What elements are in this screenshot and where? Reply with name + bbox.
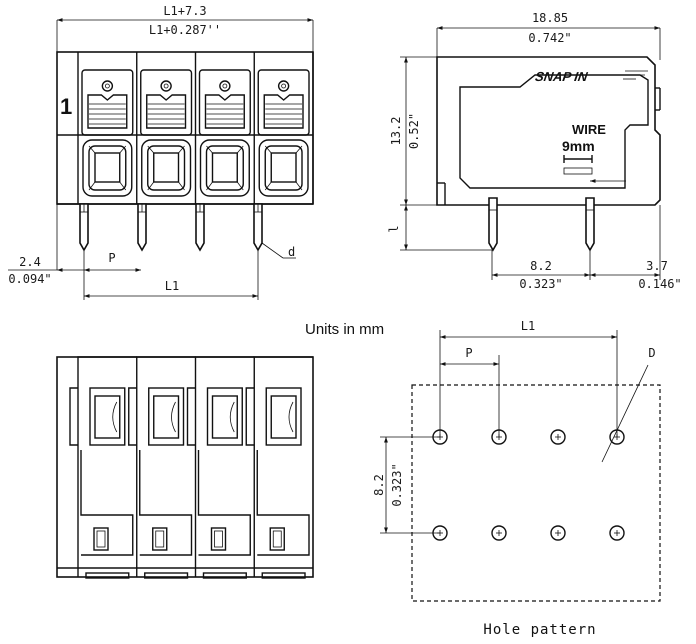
hole-pattern-caption: Hole pattern	[483, 622, 596, 638]
front-pins	[79, 203, 263, 252]
hole	[491, 525, 507, 541]
hole-pattern: L1 P D 8.2 0.323"	[372, 319, 661, 602]
snap-in-logo: SNAP IN	[534, 69, 589, 84]
side-dim-pin-length: l	[387, 225, 401, 232]
units-note: Units in mm	[305, 321, 384, 338]
side-dim-offset-in: 0.146"	[638, 277, 681, 291]
pin-one-label: 1	[60, 94, 72, 119]
side-dim-height-in: 0.52"	[407, 113, 421, 149]
side-dim-offset-mm: 3.7	[646, 259, 668, 273]
side-pins	[488, 197, 595, 252]
front-pin-diameter-label: d	[288, 245, 295, 259]
holes	[432, 429, 625, 541]
front-pole	[198, 52, 255, 204]
wire-label: WIRE	[572, 122, 606, 137]
front-pin	[137, 203, 147, 252]
hole-row-spacing-mm: 8.2	[372, 474, 386, 496]
side-dim-width-mm: 18.85	[532, 11, 568, 25]
hole	[491, 429, 507, 445]
hole	[432, 525, 448, 541]
front-pole	[257, 52, 314, 204]
hole-length-label: L1	[521, 319, 535, 333]
front-pin	[195, 203, 205, 252]
front-poles	[81, 52, 314, 204]
hole	[609, 525, 625, 541]
side-dim-spacing-mm: 8.2	[530, 259, 552, 273]
side-dim-height-mm: 13.2	[389, 117, 403, 146]
side-dim-width-in: 0.742"	[528, 31, 571, 45]
hole-pitch-label: P	[465, 346, 472, 360]
front-pin	[253, 203, 263, 252]
front-pin	[79, 203, 89, 252]
bottom-pole	[128, 356, 196, 579]
front-pole	[140, 52, 197, 204]
hole	[432, 429, 448, 445]
bottom-housing	[56, 356, 314, 578]
front-pole	[81, 52, 138, 204]
bottom-pole	[69, 356, 137, 579]
front-view: L1+7.3 L1+0.287'' 1 2.4 0.094" P L1 d	[8, 4, 314, 300]
side-view: 18.85 0.742" SNAP IN WIRE 9mm 13.2 0.52"	[387, 11, 682, 291]
front-pitch-label: P	[108, 251, 115, 265]
front-dim-top-in: L1+0.287''	[149, 23, 221, 37]
front-dim-left-in: 0.094"	[8, 272, 51, 286]
bottom-view	[56, 356, 314, 579]
hole-diameter-label: D	[648, 346, 655, 360]
front-dim-left-mm: 2.4	[19, 255, 41, 269]
strip-length-label: 9mm	[562, 138, 595, 154]
snap-in-logo-lines	[623, 70, 648, 80]
side-dim-spacing-in: 0.323"	[519, 277, 562, 291]
front-length-label: L1	[165, 279, 179, 293]
hole	[550, 429, 566, 445]
hole-pattern-outline	[411, 384, 661, 602]
hole-row-spacing-in: 0.323"	[390, 463, 404, 506]
side-housing	[436, 56, 661, 206]
hole	[609, 429, 625, 445]
bottom-pole	[186, 356, 255, 579]
hole	[550, 525, 566, 541]
bottom-poles	[69, 356, 313, 579]
bottom-pole	[245, 356, 313, 579]
front-dim-top-mm: L1+7.3	[163, 4, 206, 18]
